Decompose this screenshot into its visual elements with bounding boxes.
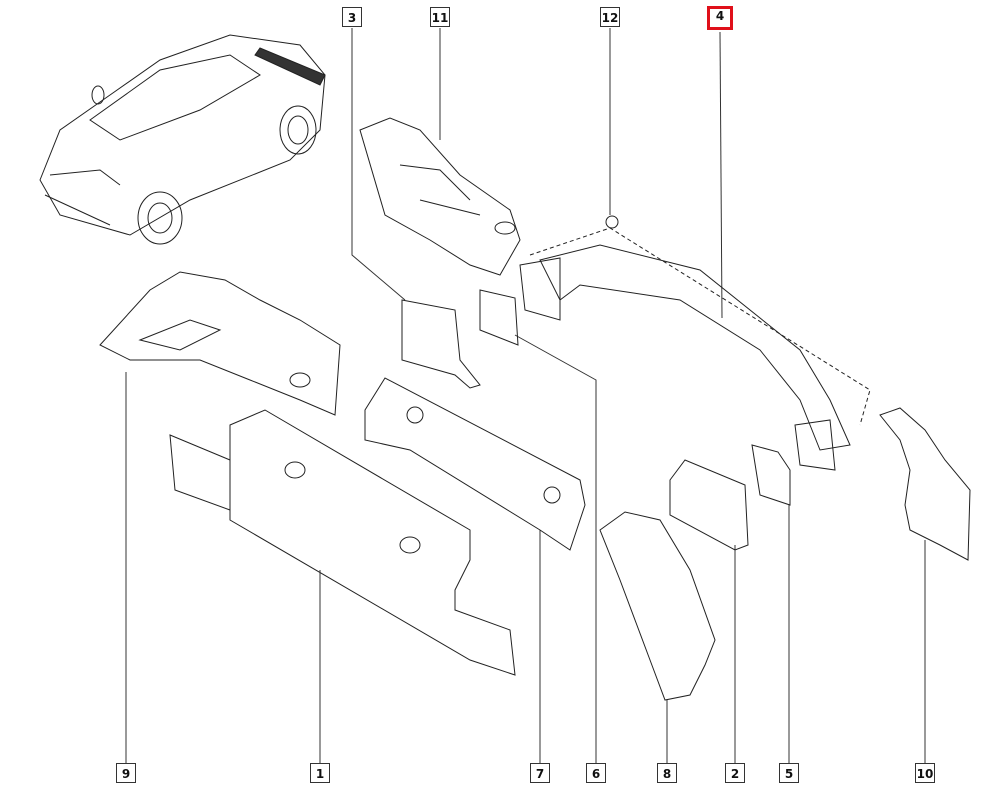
- callout-3[interactable]: 3: [342, 7, 362, 27]
- callout-7[interactable]: 7: [530, 763, 550, 783]
- leader-4: [719, 31, 723, 319]
- callout-6[interactable]: 6: [586, 763, 606, 783]
- leader-lines: [125, 28, 926, 763]
- leader-3: [351, 28, 406, 301]
- car-overview-illustration: [39, 34, 326, 245]
- part-10-rear-wing-inner: [879, 407, 971, 561]
- leader-6: [514, 334, 597, 763]
- callout-4-highlighted[interactable]: 4: [707, 6, 733, 30]
- part-9-rear-wing-inner: [99, 271, 341, 416]
- part-5-bracket: [751, 444, 791, 506]
- part-7-crossmember: [364, 377, 586, 551]
- part-1-rear-panel: [169, 409, 516, 676]
- part-8-wheelarch: [599, 511, 716, 701]
- callout-10[interactable]: 10: [915, 763, 935, 783]
- callout-2[interactable]: 2: [725, 763, 745, 783]
- callout-8[interactable]: 8: [657, 763, 677, 783]
- part-3-bracket: [401, 299, 481, 389]
- part-2-bracket: [669, 459, 749, 551]
- callout-1[interactable]: 1: [310, 763, 330, 783]
- part-11-inner-wing: [359, 117, 521, 276]
- callout-12[interactable]: 12: [600, 7, 620, 27]
- part-4-crossmember: [519, 227, 871, 471]
- callout-5[interactable]: 5: [779, 763, 799, 783]
- part-12-nut: [605, 215, 619, 229]
- callout-11[interactable]: 11: [430, 7, 450, 27]
- part-6-bracket: [479, 289, 519, 346]
- callout-9[interactable]: 9: [116, 763, 136, 783]
